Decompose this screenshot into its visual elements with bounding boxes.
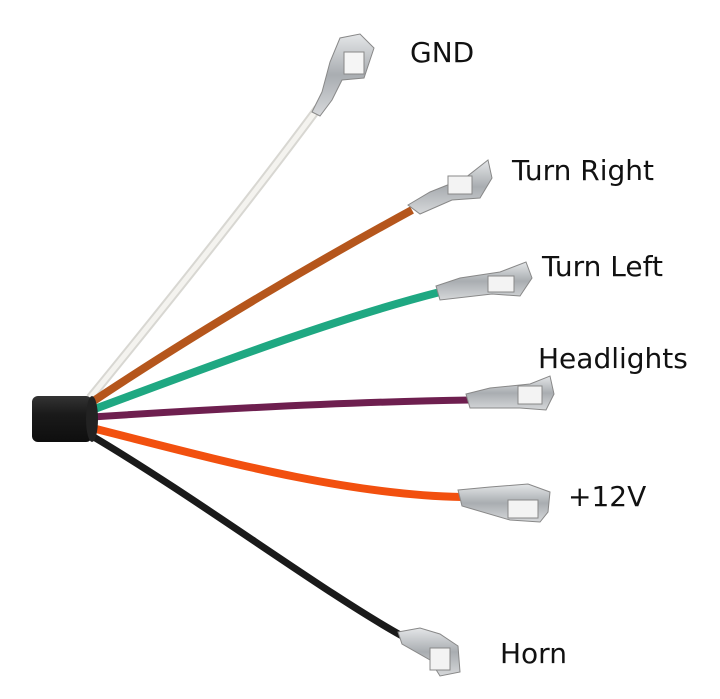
cable-jacket [32,396,92,442]
terminal-horn [397,627,461,677]
black-wire [90,432,404,640]
label-horn: Horn [500,637,567,670]
terminal-turn-right [407,159,493,215]
label-turn-left: Turn Left [542,250,663,283]
label-12v: +12V [568,480,647,513]
brown-wire [89,206,414,406]
label-gnd: GND [410,36,475,69]
green-wire [90,288,441,414]
terminal-headlights [465,375,555,411]
orange-wire [91,424,463,501]
terminal-turn-left [435,261,533,301]
terminal-gnd [311,33,375,117]
purple-wire [91,396,471,421]
label-headlights: Headlights [538,342,688,375]
terminal-12v [457,483,551,523]
label-turn-right: Turn Right [512,154,654,187]
